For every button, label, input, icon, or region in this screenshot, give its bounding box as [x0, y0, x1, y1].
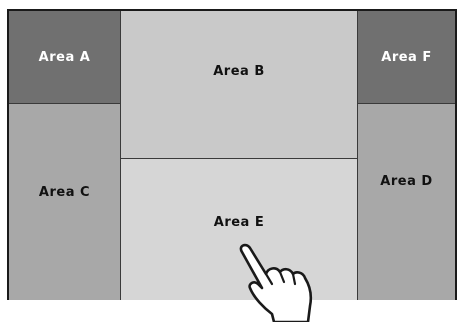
- area-c-label: Area C: [38, 184, 91, 200]
- area-b[interactable]: Area B: [121, 11, 357, 159]
- area-d[interactable]: Area D: [357, 104, 455, 300]
- area-e[interactable]: Area E: [121, 159, 357, 300]
- area-c[interactable]: Area C: [9, 104, 121, 300]
- area-a[interactable]: Area A: [9, 11, 121, 104]
- tapping-hand-icon: [239, 243, 313, 322]
- screen-layout: Area A Area B Area C Area E Area F Area …: [7, 9, 457, 300]
- area-f-label: Area F: [381, 49, 432, 65]
- area-f[interactable]: Area F: [357, 11, 455, 104]
- area-d-label: Area D: [380, 173, 433, 189]
- area-b-label: Area B: [213, 64, 265, 79]
- area-a-label: Area A: [38, 49, 91, 65]
- area-e-label: Area E: [213, 214, 265, 230]
